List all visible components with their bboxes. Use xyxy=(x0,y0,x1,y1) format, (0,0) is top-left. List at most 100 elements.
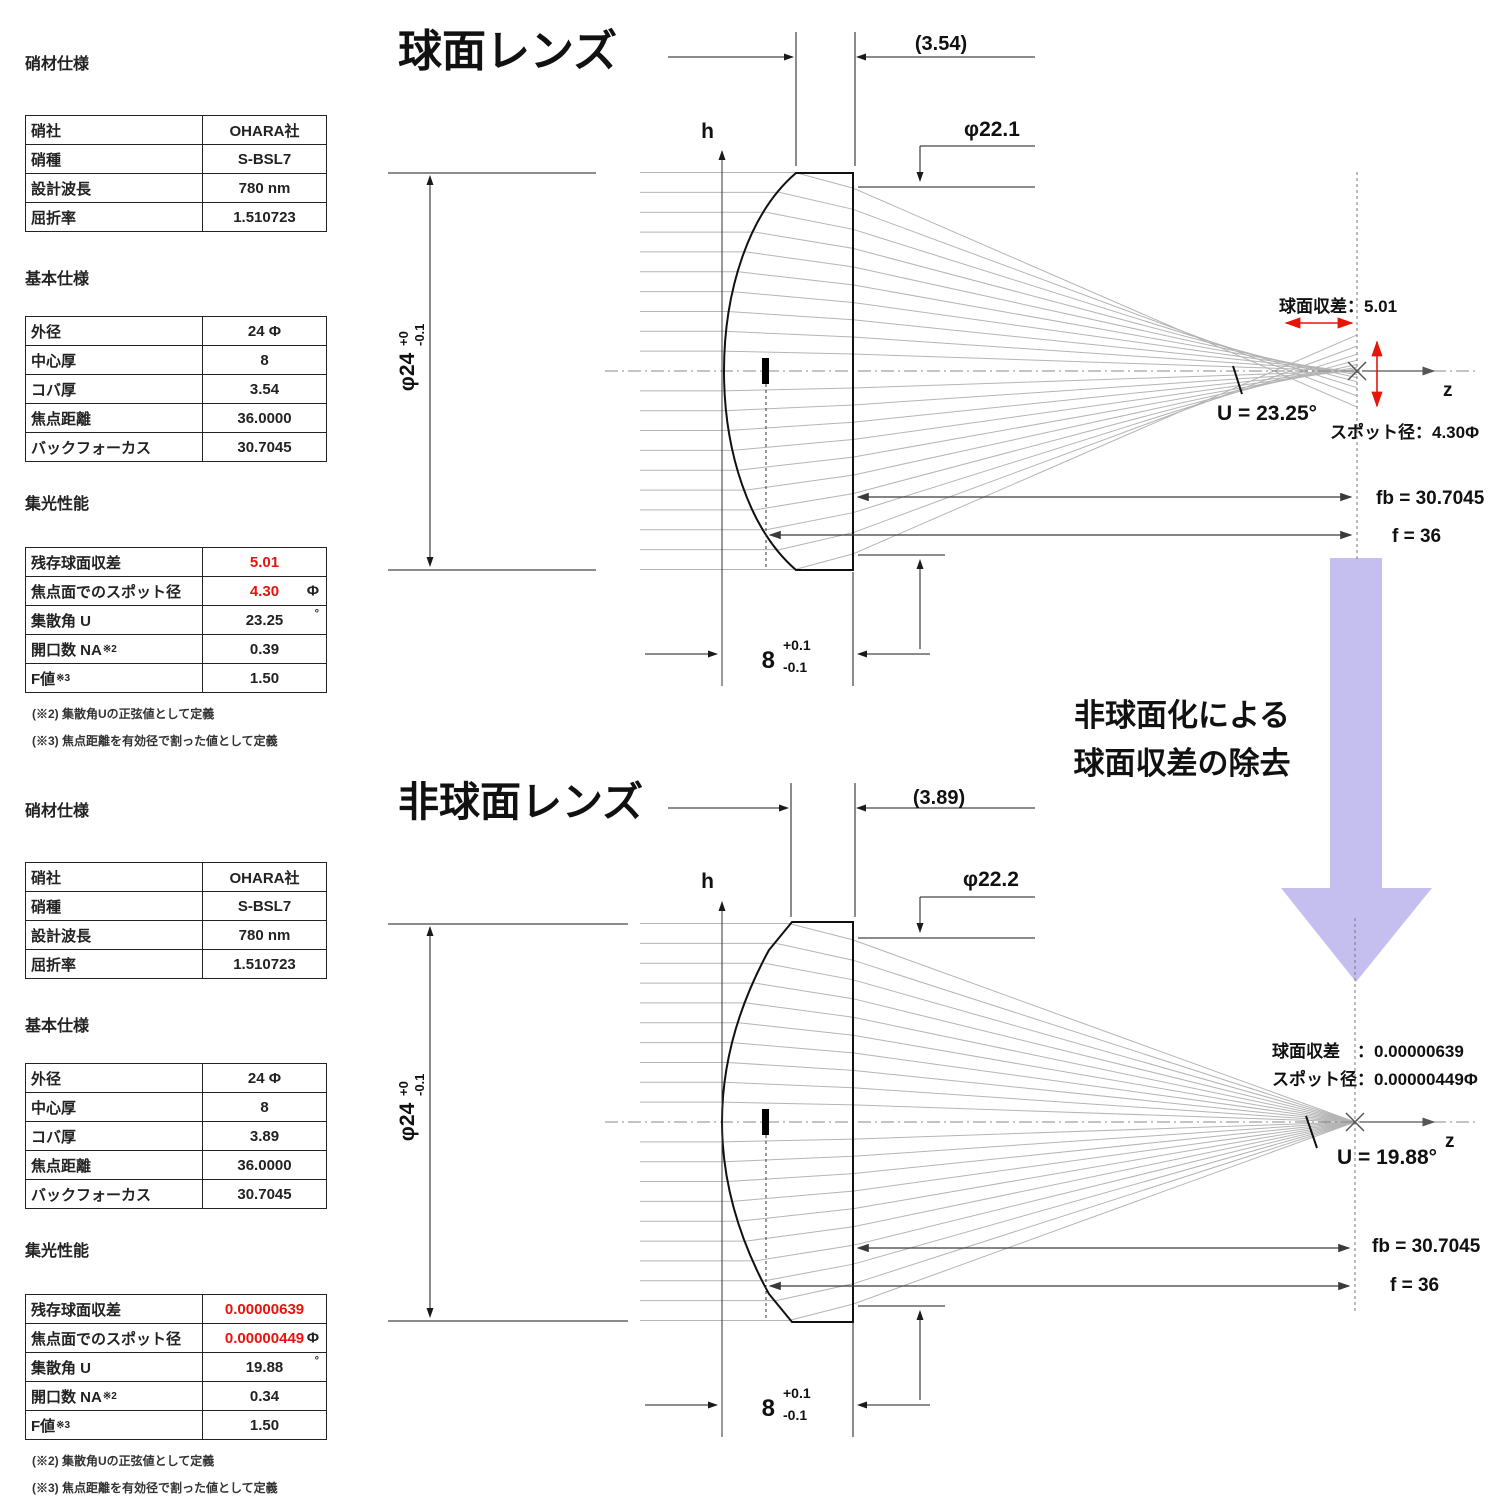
center-thickness-tol-minus: -0.1 xyxy=(783,659,807,675)
spec-value: 0.39 xyxy=(249,640,280,658)
spec-value: S-BSL7 xyxy=(237,897,292,915)
spec-label: 残存球面収差 xyxy=(26,1295,203,1323)
back-focus-label: fb = 30.7045 xyxy=(1372,1236,1481,1257)
spec-label: バックフォーカス xyxy=(26,1180,203,1208)
diameter-tol-minus: -0.1 xyxy=(412,324,427,346)
focal-length-label: f = 36 xyxy=(1390,1275,1439,1296)
spec-label: 開口数 NA※2 xyxy=(26,1382,203,1410)
spec-label: 焦点面でのスポット径 xyxy=(26,1324,203,1352)
center-thickness-tol-minus: -0.1 xyxy=(783,1407,807,1423)
spot-diameter-callout: スポット径：4.30Φ xyxy=(1330,422,1479,442)
spec-label: F値※3 xyxy=(26,1411,203,1439)
spec-label: 焦点距離 xyxy=(26,1151,203,1179)
spec-label: 硝社 xyxy=(26,863,203,891)
spec-label: 中心厚 xyxy=(26,1093,203,1121)
spec-value: 780 nm xyxy=(238,179,291,197)
diameter-value: φ24 xyxy=(396,1102,419,1141)
spec-value: 1.50 xyxy=(249,669,280,687)
spec-row: 硝社 OHARA社 xyxy=(26,863,326,892)
spec-value: OHARA社 xyxy=(229,869,300,887)
basic-spec-title: 基本仕様 xyxy=(25,1018,90,1035)
spec-value: 30.7045 xyxy=(237,1185,292,1203)
back-focus-label: fb = 30.7045 xyxy=(1376,488,1485,509)
spec-value: S-BSL7 xyxy=(237,150,292,168)
spec-label: 硝種 xyxy=(26,145,203,173)
spec-value: 36.0000 xyxy=(237,1156,292,1174)
spec-label: 残存球面収差 xyxy=(26,548,203,576)
footnote-3: (※3) 焦点距離を有効径で割った値として定義 xyxy=(32,1481,278,1495)
footnote-3: (※3) 焦点距離を有効径で割った値として定義 xyxy=(32,734,278,748)
spec-row: 開口数 NA※2 0.39 xyxy=(26,635,326,664)
center-thickness-tol-plus: +0.1 xyxy=(783,1385,811,1401)
spec-row: 集散角 U 23.25° xyxy=(26,606,326,635)
footnote-2: (※2) 集散角Uの正弦値として定義 xyxy=(32,1454,215,1468)
spec-row: コバ厚 3.89 xyxy=(26,1122,326,1151)
center-thickness-tol-plus: +0.1 xyxy=(783,637,811,653)
spec-label: 外径 xyxy=(26,1064,203,1092)
diameter-dimension-label: φ24 +0 -0.1 xyxy=(396,1074,427,1142)
transition-note-line1: 非球面化による xyxy=(1074,698,1290,733)
transition-note-line2: 球面収差の除去 xyxy=(1074,746,1291,781)
spec-value: 0.00000639 xyxy=(224,1300,305,1318)
spec-row: 設計波長 780 nm xyxy=(26,174,326,203)
spec-value: 30.7045 xyxy=(237,438,292,456)
spec-label: バックフォーカス xyxy=(26,433,203,461)
spec-label: 集散角 U xyxy=(26,606,203,634)
spec-value: 3.89 xyxy=(249,1127,280,1145)
diameter-dimension-label: φ24 +0 -0.1 xyxy=(396,324,427,392)
spec-label: 硝社 xyxy=(26,116,203,144)
spec-label: 焦点距離 xyxy=(26,404,203,432)
diameter-value: φ24 xyxy=(396,352,419,391)
spec-row: バックフォーカス 30.7045 xyxy=(26,1180,326,1208)
spec-label: 焦点面でのスポット径 xyxy=(26,577,203,605)
divergence-angle-label: U = 19.88° xyxy=(1337,1146,1437,1169)
clear-aperture-label: φ22.2 xyxy=(963,868,1019,891)
spec-label: 設計波長 xyxy=(26,921,203,949)
spec-value: 0.34 xyxy=(249,1387,280,1405)
spec-row: 焦点距離 36.0000 xyxy=(26,1151,326,1180)
spherical-lens-title: 球面レンズ xyxy=(398,27,617,76)
spec-value: 36.0000 xyxy=(237,409,292,427)
spec-value: 8 xyxy=(260,351,269,369)
spec-label: 設計波長 xyxy=(26,174,203,202)
spec-row: 焦点距離 36.0000 xyxy=(26,404,326,433)
spec-value: 23.25° xyxy=(245,608,319,629)
spec-value: 780 nm xyxy=(238,926,291,944)
spec-label: 集散角 U xyxy=(26,1353,203,1381)
spec-label: コバ厚 xyxy=(26,1122,203,1150)
spec-label: 開口数 NA※2 xyxy=(26,635,203,663)
center-thickness-value: 8 xyxy=(762,1395,775,1422)
spot-diameter-callout: スポット径：0.00000449Φ xyxy=(1272,1069,1478,1089)
spec-value: 24 Φ xyxy=(247,322,282,340)
edge-thickness-label: (3.89) xyxy=(913,787,965,809)
clear-aperture-label: φ22.1 xyxy=(964,118,1020,141)
diameter-tol-plus: +0 xyxy=(396,331,411,346)
spec-value: OHARA社 xyxy=(229,122,300,140)
edge-thickness-label: (3.54) xyxy=(915,33,967,55)
spec-label: 屈折率 xyxy=(26,950,203,978)
spec-row: 残存球面収差 0.00000639 xyxy=(26,1295,326,1324)
aspherical-lens-title: 非球面レンズ xyxy=(398,779,643,825)
performance-title: 集光性能 xyxy=(25,1243,90,1260)
spec-row: バックフォーカス 30.7045 xyxy=(26,433,326,461)
